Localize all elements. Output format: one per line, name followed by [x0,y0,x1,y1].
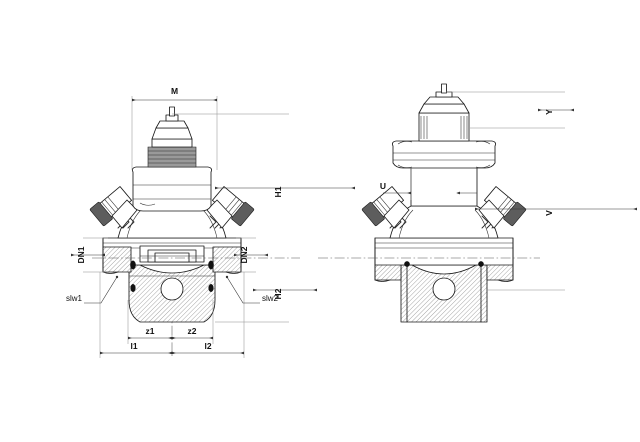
o-ring-seal-left [130,260,136,270]
front-bonnet-cap [423,96,465,105]
dimension-Y: Y [446,91,574,129]
leader-slw1: slw1 [66,275,119,304]
dimension-z: z1 z2 [127,300,214,344]
dimension-z1-label: z1 [146,326,155,336]
dimension-DN1: DN1 [71,237,108,273]
front-bonnet-knurl-right [460,116,468,139]
leader-slw1-label: slw1 [66,294,83,303]
leader-slw2-dot [225,275,229,279]
front-shoulder-line-left [398,209,414,239]
left-union-nut [102,246,132,273]
dimension-M-label: M [171,86,178,96]
left-port-knurled-cap [89,202,113,226]
front-upper-detail-bl [397,164,413,168]
front-bonnet-body [418,112,470,142]
dimension-z2-label: z2 [188,326,197,336]
dimension-l: l1 l2 [99,272,245,358]
dimension-U-label: U [380,181,386,191]
dimension-DN2-label: DN2 [239,246,249,263]
right-union-nut [212,246,242,273]
section-view: M H1 H2 DN1 [66,86,355,358]
bonnet-thread-lines [148,150,196,164]
front-shoulder-line-right [474,209,490,239]
upper-valve-body [132,166,212,212]
left-measuring-port [89,186,138,229]
front-union-edge-right [497,237,514,282]
dimension-DN2: DN2 [234,237,268,273]
dimension-H2-label: H2 [273,288,283,299]
front-union-edge-left [374,237,391,282]
dimension-U: U [380,167,477,200]
bonnet-collar [151,138,193,148]
leader-slw2: slw2 [225,275,279,304]
front-adjustment-spindle [441,83,447,94]
dimension-H1: H1 [172,113,355,197]
front-seal-right [478,261,484,267]
o-ring-seal-lower-right [208,284,214,293]
front-seal-left [404,261,410,267]
front-upper-body [392,140,496,169]
front-left-port-neck [383,199,410,229]
leader-slw2-line [226,276,260,304]
internal-trim-plug [154,252,190,263]
front-upper-neck [410,166,478,207]
front-upper-detail-right [475,141,491,145]
valve-bonnet-threaded [147,146,197,168]
dimension-l1-label: l1 [130,341,137,351]
leader-slw2-label: slw2 [262,294,279,303]
front-pipe-run [374,237,514,266]
right-measuring-port [206,186,255,229]
front-upper-detail-left [397,141,413,145]
front-upper-detail-br [475,164,491,168]
dimension-M: M [131,86,218,170]
shoulder-line-left [126,209,142,239]
leader-slw1-dot [115,275,119,279]
dimension-V-label: V [544,210,554,216]
o-ring-seal-lower-left [130,284,136,293]
dimension-H1-label: H1 [273,186,283,197]
front-bonnet-knurl-left [420,116,428,139]
dimension-Y-label: Y [544,109,554,115]
dimension-V: V [475,207,637,291]
adjustment-spindle [169,106,175,117]
front-left-measuring-port [361,186,410,229]
bonnet-taper [151,127,193,140]
front-bore-circle [432,277,456,301]
dimension-l2-label: l2 [204,341,211,351]
front-left-port-cap [361,202,385,226]
dimension-DN1-label: DN1 [76,246,86,263]
dimension-H2: H2 [215,288,317,323]
right-port-knurled-cap [231,202,255,226]
upper-body-detail-left [139,202,156,206]
o-ring-seal-right [208,260,214,270]
front-bonnet-taper [418,103,470,114]
central-bore-circle [160,277,184,301]
shoulder-line-right [202,209,218,239]
bonnet-cap [155,120,189,129]
leader-slw1-line [84,276,118,304]
front-view: U Y V [318,83,637,323]
